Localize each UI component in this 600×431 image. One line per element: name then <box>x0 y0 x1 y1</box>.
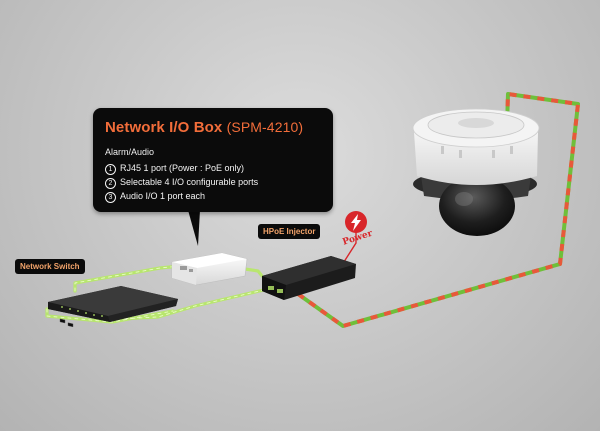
cable-iobox-to-injector <box>243 267 264 278</box>
network-switch-icon <box>48 286 178 328</box>
dome-camera-icon <box>412 108 540 236</box>
callout-title-text: Network I/O Box <box>105 119 223 136</box>
feature-number: 3 <box>105 192 116 203</box>
hpoe-injector-label: HPoE Injector <box>258 224 321 239</box>
lightning-bolt-icon <box>345 211 367 233</box>
feature-item: 2 Selectable 4 I/O configurable ports <box>105 175 258 189</box>
poe-cable <box>296 92 580 328</box>
cable-switch-outline <box>45 307 175 324</box>
feature-item: 1 RJ45 1 port (Power : PoE only) <box>105 161 258 175</box>
callout-subtitle: Alarm/Audio <box>105 147 155 157</box>
callout-feature-list: 1 RJ45 1 port (Power : PoE only) 2 Selecta… <box>105 161 258 203</box>
io-box-callout: Network I/O Box (SPM-4210) Alarm/Audio 1… <box>93 108 333 212</box>
feature-number: 1 <box>105 164 116 175</box>
cable-switch-to-iobox <box>73 264 182 293</box>
feature-text: RJ45 1 port (Power : PoE only) <box>120 163 245 173</box>
callout-model: (SPM-4210) <box>226 119 304 135</box>
feature-number: 2 <box>105 178 116 189</box>
callout-title: Network I/O Box (SPM-4210) <box>105 119 303 136</box>
hpoe-injector-icon <box>262 256 356 300</box>
data-cables <box>45 264 270 324</box>
feature-text: Audio I/O 1 port each <box>120 191 206 201</box>
network-io-box-icon <box>171 252 248 286</box>
feature-text: Selectable 4 I/O configurable ports <box>120 177 259 187</box>
callout-pointer <box>188 210 200 246</box>
network-switch-label: Network Switch <box>15 259 85 274</box>
feature-item: 3 Audio I/O 1 port each <box>105 189 258 203</box>
